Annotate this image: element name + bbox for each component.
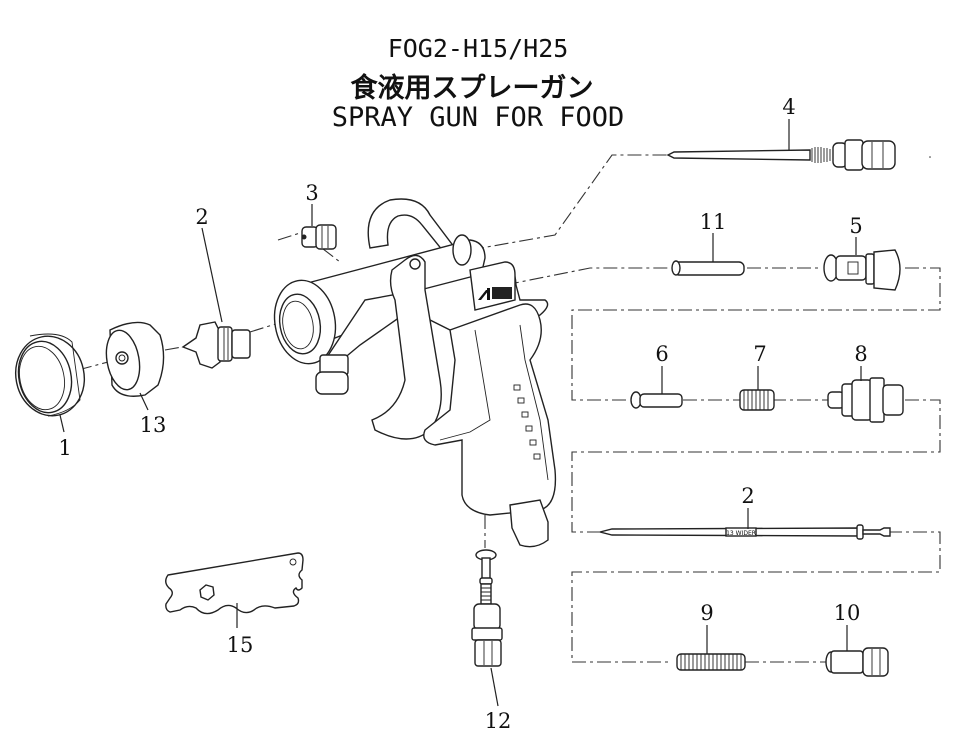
part-9-needle-spring[interactable] <box>676 653 746 671</box>
part-6-air-valve-stem[interactable] <box>630 391 683 409</box>
label-2-needle: 2 <box>741 484 754 508</box>
model-title: FOG2-H15/H25 <box>387 34 569 63</box>
part-12-air-adjusting-valve[interactable] <box>471 549 503 667</box>
grip-ridges <box>513 384 541 460</box>
part-8-air-valve-seat[interactable] <box>827 377 904 423</box>
leader-13 <box>139 392 149 411</box>
english-title: SPRAY GUN FOR FOOD <box>331 102 625 133</box>
label-7: 7 <box>753 342 766 366</box>
part-3-plug[interactable] <box>301 224 337 250</box>
label-9: 9 <box>700 601 713 625</box>
part-7-spring[interactable] <box>739 389 775 411</box>
label-12: 12 <box>485 709 512 733</box>
label-15: 15 <box>227 633 254 657</box>
japanese-title: 食液用スプレーガン <box>350 73 594 104</box>
leader-1 <box>59 414 65 433</box>
part-15-wrench[interactable] <box>165 552 304 615</box>
label-3: 3 <box>305 181 318 205</box>
part-10-needle-adjusting-screw[interactable] <box>825 647 889 677</box>
label-10: 10 <box>834 601 861 625</box>
label-1: 1 <box>58 436 71 460</box>
label-4: 4 <box>782 95 795 119</box>
spray-gun-body[interactable] <box>268 198 557 548</box>
label-8: 8 <box>854 342 867 366</box>
label-6: 6 <box>655 342 668 366</box>
needle-marking: 13 WIDER <box>726 530 756 537</box>
part-2-fluid-nozzle[interactable] <box>181 321 251 369</box>
leader-2-nozzle <box>201 227 223 323</box>
part-13-air-cap[interactable] <box>102 321 165 397</box>
part-5-air-valve-body[interactable] <box>823 249 901 291</box>
label-11: 11 <box>700 210 727 234</box>
part-1-air-cap-ring[interactable] <box>8 330 91 422</box>
label-5: 5 <box>849 214 862 238</box>
logo-mark <box>478 287 512 300</box>
leader-12 <box>490 667 499 707</box>
part-2-fluid-needle[interactable]: 13 WIDER <box>599 524 891 540</box>
label-2-nozzle: 2 <box>195 205 208 229</box>
stray-mark <box>929 156 931 158</box>
part-11-pin[interactable] <box>671 260 745 276</box>
label-13: 13 <box>140 413 167 437</box>
part-4-fluid-adjusting-valve[interactable] <box>666 139 896 171</box>
